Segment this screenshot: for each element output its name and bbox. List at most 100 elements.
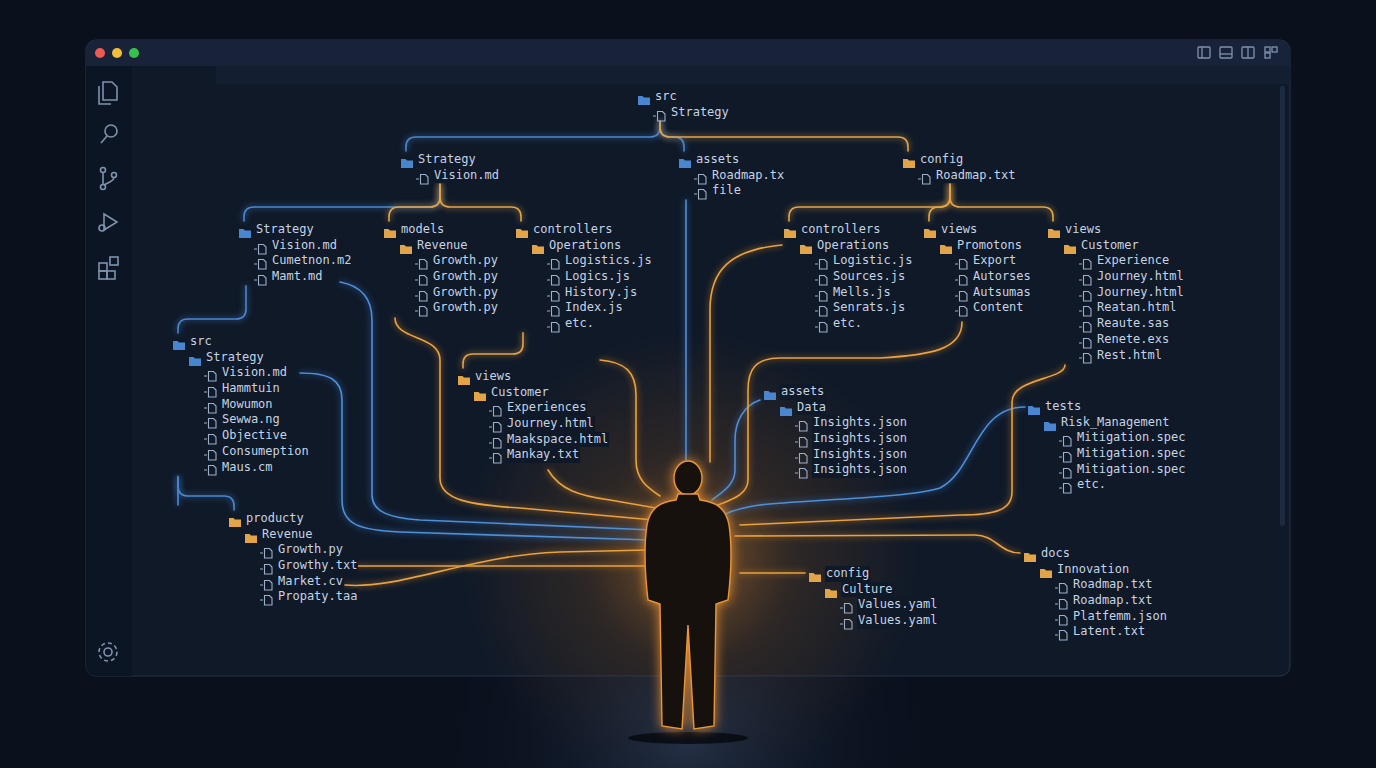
file-name: Journey.html: [506, 416, 595, 432]
file-name: etc.: [1076, 477, 1107, 493]
file-name: Rest.html: [1096, 348, 1163, 364]
folder-name: Innovation: [1056, 562, 1130, 578]
tree-row: Innovation: [1023, 562, 1168, 578]
file-icon: [795, 449, 809, 461]
folder-icon: [399, 240, 413, 252]
file-icon: [815, 287, 829, 299]
folder-icon: [923, 224, 937, 236]
tree-row: Mankay.txt: [457, 447, 609, 463]
file-icon: [547, 302, 561, 314]
file-icon: [489, 434, 503, 446]
file-name: History.js: [564, 285, 638, 301]
folder-icon: [763, 386, 777, 398]
file-name: Reatan.html: [1096, 300, 1177, 316]
file-tree-group: configCultureValues.yamlValues.yaml: [808, 566, 938, 629]
file-name: Strategy: [670, 105, 730, 121]
file-icon: [415, 302, 429, 314]
file-tree-group: controllersOperationsLogistics.jsLogics.…: [515, 222, 653, 332]
file-name: Insights.json: [812, 447, 908, 463]
folder-name: Strategy: [255, 222, 315, 238]
folder-icon: [902, 154, 916, 166]
file-name: Mowumon: [221, 397, 274, 413]
file-tree-group: assetsRoadmap.txfile: [678, 152, 785, 199]
folder-icon: [172, 336, 186, 348]
tree-row: tests: [1027, 399, 1186, 415]
tree-row: etc.: [783, 316, 913, 332]
tree-row: Hammtuin: [172, 381, 310, 397]
folder-icon: [1023, 548, 1037, 560]
folder-icon: [808, 568, 822, 580]
file-name: Autorses: [972, 269, 1032, 285]
file-icon: [955, 287, 969, 299]
folder-name: Promotons: [956, 238, 1023, 254]
tree-connector: [929, 184, 950, 221]
tree-row: Latent.txt: [1023, 624, 1168, 640]
file-icon: [260, 576, 274, 588]
tree-row: Growth.py: [383, 285, 499, 301]
file-icon: [1059, 479, 1073, 491]
tree-row: Experiences: [457, 400, 609, 416]
folder-name: assets: [695, 152, 740, 168]
file-icon: [1079, 334, 1093, 346]
tree-row: Objective: [172, 428, 310, 444]
tree-row: Promotons: [923, 238, 1032, 254]
folder-name: models: [400, 222, 445, 238]
file-tree-group: controllersOperationsLogistic.jsSources.…: [783, 222, 913, 332]
file-icon: [204, 446, 218, 458]
file-icon: [1059, 448, 1073, 460]
folder-name: Data: [796, 400, 827, 416]
folder-icon: [383, 224, 397, 236]
file-icon: [795, 433, 809, 445]
file-icon: [653, 107, 667, 119]
folder-icon: [188, 352, 202, 364]
folder-icon: [400, 154, 414, 166]
tree-connector: [406, 121, 660, 151]
file-name: Export: [972, 253, 1017, 269]
tree-row: Insights.json: [763, 415, 908, 431]
file-name: Values.yaml: [857, 597, 938, 613]
file-name: Maakspace.html: [506, 432, 609, 448]
folder-icon: [1043, 417, 1057, 429]
folder-icon: [678, 154, 692, 166]
file-icon: [955, 302, 969, 314]
tree-row: Revenue: [383, 238, 499, 254]
tree-row: assets: [678, 152, 785, 168]
tree-row: views: [1047, 222, 1185, 238]
file-name: file: [711, 183, 742, 199]
folder-icon: [1039, 564, 1053, 576]
file-name: Insights.json: [812, 431, 908, 447]
tree-row: Operations: [515, 238, 653, 254]
tree-row: assets: [763, 384, 908, 400]
file-icon: [1079, 349, 1093, 361]
tree-row: Strategy: [637, 105, 730, 121]
file-name: Roadmap.tx: [711, 168, 785, 184]
tree-row: Logistic.js: [783, 253, 913, 269]
tree-row: models: [383, 222, 499, 238]
file-tree-group: viewsPromotonsExportAutorsesAutsumasCont…: [923, 222, 1032, 316]
file-tree-group: assetsDataInsights.jsonInsights.jsonInsi…: [763, 384, 908, 478]
tree-row: Values.yaml: [808, 597, 938, 613]
tree-row: Insights.json: [763, 431, 908, 447]
file-name: etc.: [564, 316, 595, 332]
folder-name: Customer: [490, 385, 550, 401]
tree-connector: [178, 286, 246, 333]
folder-name: src: [189, 334, 213, 350]
tree-row: Culture: [808, 582, 938, 598]
file-name: Logics.js: [564, 269, 631, 285]
file-icon: [547, 271, 561, 283]
file-name: Journey.html: [1096, 285, 1185, 301]
tree-row: Roadmap.txt: [1023, 577, 1168, 593]
file-name: Vision.md: [221, 365, 288, 381]
tree-row: Index.js: [515, 300, 653, 316]
file-icon: [204, 383, 218, 395]
file-name: Hammtuin: [221, 381, 281, 397]
file-name: Senrats.js: [832, 300, 906, 316]
tree-row: etc.: [515, 316, 653, 332]
file-name: Vision.md: [433, 168, 500, 184]
file-icon: [204, 414, 218, 426]
tree-row: src: [637, 89, 730, 105]
file-tree-group: testsRisk_ManagementMitigation.specMitig…: [1027, 399, 1186, 493]
file-name: Growth.py: [432, 300, 499, 316]
folder-name: controllers: [532, 222, 613, 238]
